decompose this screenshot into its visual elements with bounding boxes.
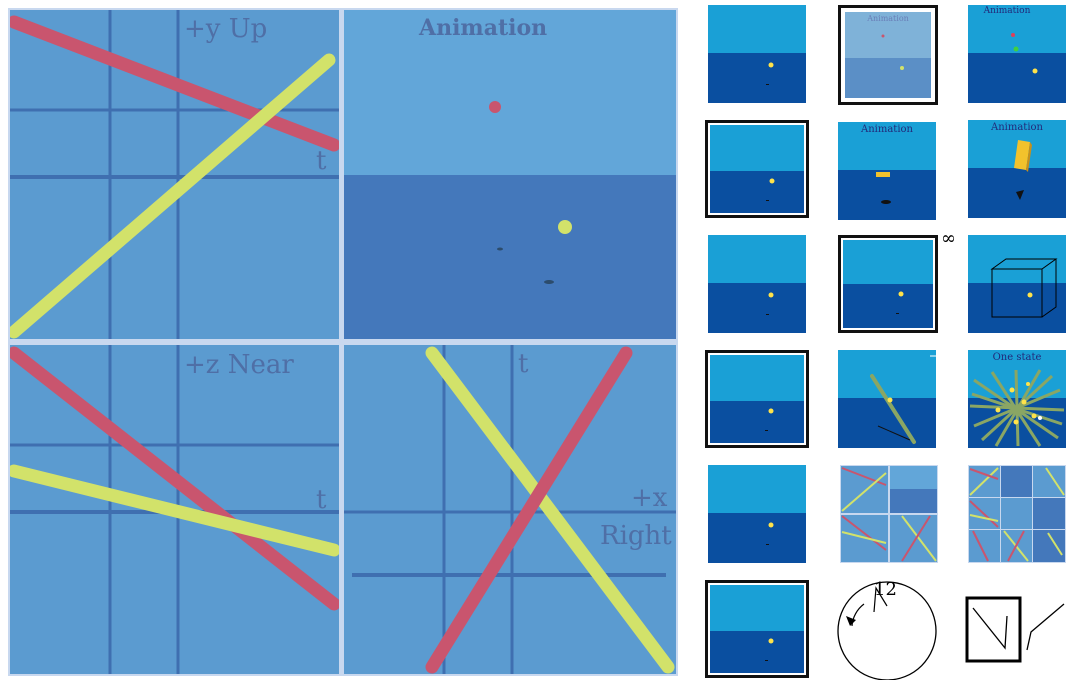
- z-near-label: +z Near: [184, 350, 294, 380]
- thumb-animation-title: Animation: [867, 14, 909, 23]
- loop-diagram-icon[interactable]: [965, 596, 1065, 664]
- thumb-one-state[interactable]: One state: [968, 350, 1066, 448]
- red-ball: [489, 101, 501, 113]
- clock-twelve-label: 12: [874, 579, 897, 600]
- thumb-four-panel-a[interactable]: [840, 465, 938, 563]
- panel-y-up: +y Up t: [10, 10, 339, 339]
- yellow-worldline: [10, 464, 339, 557]
- x-right-plot: [344, 345, 676, 674]
- thumb-four-panel-b[interactable]: [968, 465, 1066, 563]
- thumb-scene-plain-2[interactable]: [708, 235, 806, 333]
- red-worldline: [10, 15, 339, 152]
- thumb-scene-framed-3[interactable]: [705, 580, 809, 678]
- thumb-animation-title: Animation: [861, 124, 913, 135]
- thumb-scene-plain-3[interactable]: [708, 465, 806, 563]
- animation-scene: [344, 10, 676, 339]
- thumb-scene-framed-2[interactable]: [705, 350, 809, 448]
- yellow-ball: [558, 220, 572, 234]
- spacetime-figure: +y Up t Animation +z Near t: [8, 8, 678, 676]
- thumb-animation-bar-small[interactable]: Animation: [838, 122, 936, 220]
- thumb-animation-overlay[interactable]: Animation: [838, 5, 938, 105]
- y-up-label: +y Up: [184, 14, 268, 44]
- y-up-plot: [10, 10, 339, 339]
- yellow-worldline: [425, 346, 675, 674]
- thumb-one-state-title: One state: [992, 352, 1042, 363]
- panel-animation: Animation: [344, 10, 676, 339]
- z-near-plot: [10, 345, 339, 674]
- thumb-animation-title: Animation: [983, 6, 1031, 16]
- thumb-scene-plain[interactable]: [708, 5, 806, 103]
- red-worldline: [425, 346, 633, 674]
- infinity-symbol: ∞: [941, 228, 956, 249]
- thumb-animation-bar-tall[interactable]: Animation: [968, 120, 1066, 218]
- panel-x-right: t +x Right: [344, 345, 676, 674]
- clock-icon[interactable]: 12: [834, 578, 940, 680]
- thumb-scene-framed[interactable]: [705, 120, 809, 218]
- thumb-animation-balls[interactable]: Animation: [968, 5, 1066, 103]
- ball-shadow: [544, 280, 554, 284]
- t-axis-label: t: [316, 485, 327, 515]
- panel-z-near: +z Near t: [10, 345, 339, 674]
- red-worldline: [10, 346, 339, 611]
- thumb-scene-cube[interactable]: [968, 235, 1066, 333]
- t-axis-label: t: [518, 349, 529, 379]
- animation-title: Animation: [419, 15, 548, 41]
- yellow-worldline: [10, 53, 336, 339]
- x-right-label: Right: [600, 521, 672, 551]
- thumb-scene-rod[interactable]: [838, 350, 936, 448]
- thumb-animation-title: Animation: [991, 122, 1043, 133]
- thumb-scene-infinite-loop[interactable]: [838, 235, 938, 333]
- x-plus-label: +x: [631, 483, 668, 513]
- t-axis-label: t: [316, 146, 327, 176]
- ball-shadow: [497, 247, 503, 251]
